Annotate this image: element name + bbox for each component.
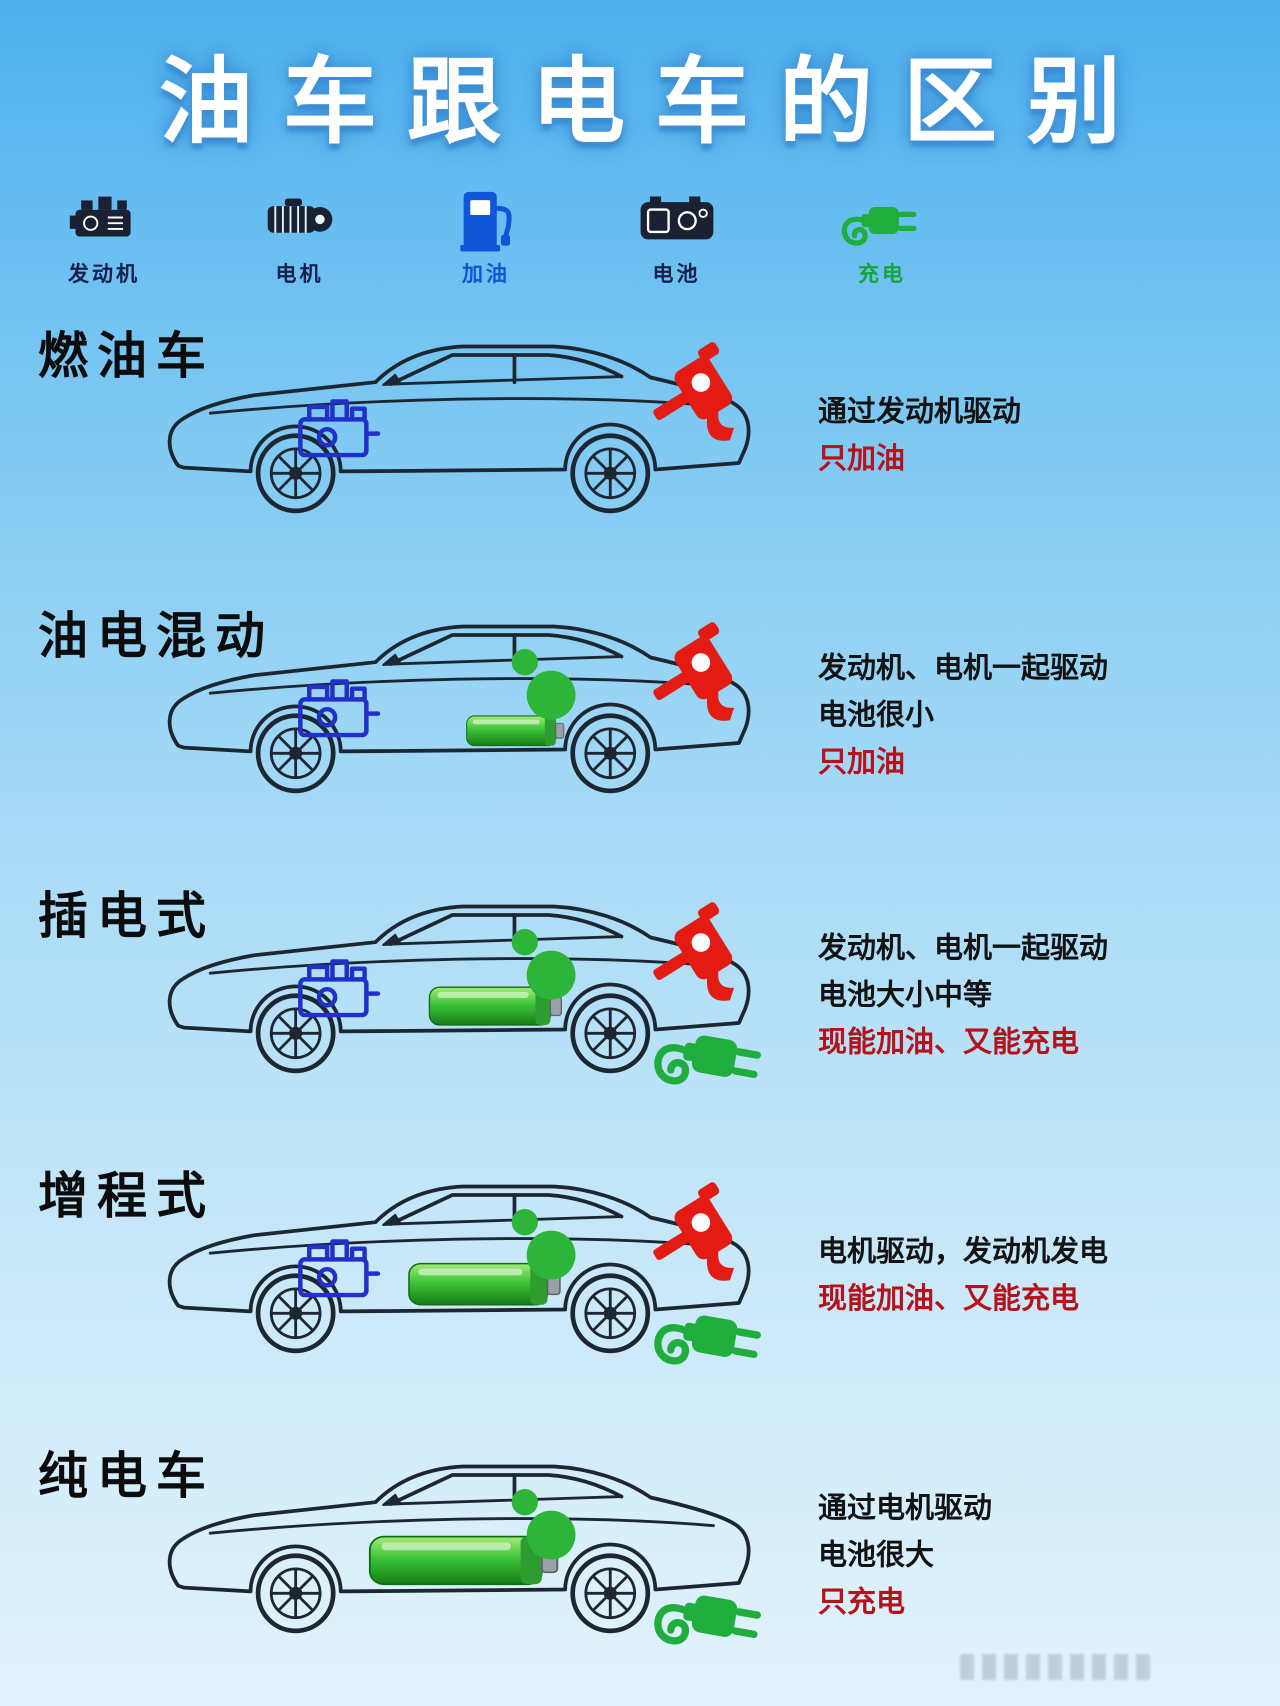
- row-extended-range: 增程式 电机驱动，发动机发电 现能加油、又能充电: [0, 1136, 1280, 1416]
- engine-icon: [66, 178, 142, 256]
- description-block: 通过电机驱动 电池很大 只充电: [818, 1486, 1270, 1627]
- legend-item-motor: 电机: [262, 178, 338, 296]
- description-line: 通过电机驱动: [818, 1492, 993, 1525]
- poster-title: 油车跟电车的区别: [158, 49, 1151, 154]
- car-illustration: [150, 868, 770, 1084]
- description-line: 电机驱动，发动机发电: [818, 1236, 1109, 1269]
- motor-icon: [262, 178, 338, 256]
- description-line: 发动机、电机一起驱动: [818, 652, 1109, 685]
- description-line: 发动机、电机一起驱动: [818, 932, 1109, 965]
- charging-plug-icon: [644, 988, 783, 1114]
- legend-item-engine: 发动机: [66, 178, 142, 296]
- car-illustration: [150, 1148, 770, 1364]
- vehicle-type-label: 纯电车: [38, 1448, 215, 1504]
- description-line: 电池很大: [818, 1539, 935, 1572]
- row-fuel-car: 燃油车 通过发动机驱动 只加油: [0, 296, 1280, 576]
- description-line: 通过发动机驱动: [818, 396, 1022, 429]
- watermark: [960, 1654, 1150, 1680]
- description-line: 只加油: [818, 746, 906, 779]
- vehicle-type-label: 增程式: [38, 1168, 215, 1224]
- car-illustration: [150, 588, 770, 804]
- description-line: 电池很小: [818, 699, 935, 732]
- fuel-nozzle-icon: [646, 332, 756, 459]
- description-block: 发动机、电机一起驱动 电池大小中等 现能加油、又能充电: [818, 926, 1270, 1067]
- description-block: 发动机、电机一起驱动 电池很小 只加油: [818, 646, 1270, 787]
- description-block: 电机驱动，发动机发电 现能加油、又能充电: [818, 1229, 1270, 1323]
- legend-label-battery: 电池: [652, 263, 701, 286]
- description-line: 电池大小中等: [818, 979, 993, 1012]
- vehicle-type-label: 插电式: [38, 888, 215, 944]
- battery-pack-icon: [635, 178, 719, 256]
- charging-plug-icon: [838, 178, 926, 256]
- legend-bar: 发动机 电机 加油 电池 充电: [66, 178, 926, 296]
- charging-plug-icon: [644, 1548, 783, 1674]
- fuel-nozzle-icon: [646, 612, 756, 739]
- description-line: 只充电: [818, 1586, 906, 1619]
- description-block: 通过发动机驱动 只加油: [818, 389, 1270, 483]
- vehicle-type-label: 燃油车: [38, 328, 215, 384]
- vehicle-type-label: 油电混动: [38, 608, 274, 664]
- row-plugin-hybrid: 插电式 发动机、电机一起驱动 电池大小中等 现能加油、又能充电: [0, 856, 1280, 1136]
- car-illustration: [150, 308, 770, 524]
- battery-icon: [466, 715, 565, 747]
- legend-label-charge: 充电: [858, 263, 906, 286]
- row-hybrid: 油电混动 发动机、电机一起驱动 电池很小 只加油: [0, 576, 1280, 856]
- charging-plug-icon: [644, 1268, 783, 1394]
- description-line: 只加油: [818, 443, 906, 475]
- description-line: 现能加油、又能充电: [818, 1026, 1080, 1059]
- row-ev: 纯电车 通过电机驱动 电池很大 只充电: [0, 1416, 1280, 1696]
- legend-item-refuel: 加油: [457, 178, 515, 296]
- legend-item-battery: 电池: [635, 178, 719, 296]
- legend-item-charge: 充电: [838, 178, 926, 296]
- legend-label-motor: 电机: [275, 263, 324, 286]
- fuel-pump-icon: [457, 178, 515, 256]
- car-illustration: [150, 1428, 770, 1644]
- description-line: 现能加油、又能充电: [818, 1283, 1080, 1315]
- legend-label-refuel: 加油: [462, 263, 510, 286]
- legend-label-engine: 发动机: [68, 263, 140, 286]
